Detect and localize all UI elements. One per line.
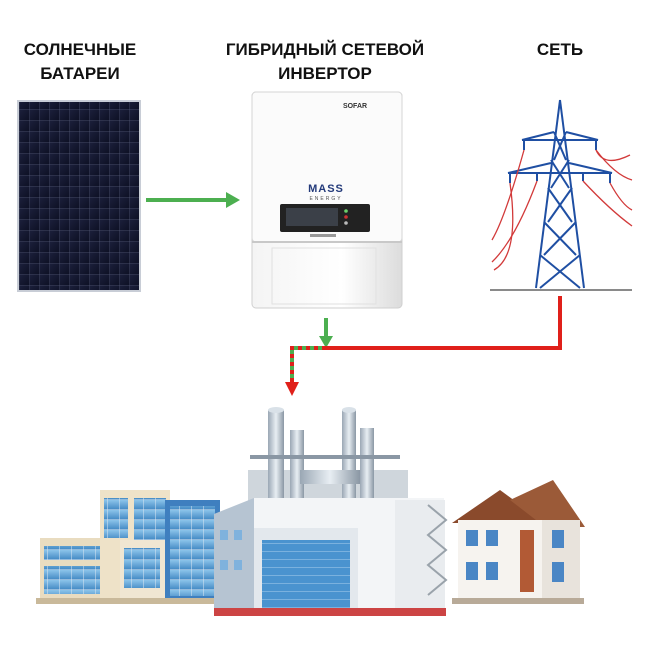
solar-label-line1: СОЛНЕЧНЫЕ [23,40,137,59]
combined-flow-line [285,346,326,396]
solar-panels-label: СОЛНЕЧНЫЕ БАТАРЕИ [5,38,155,86]
solar-to-inverter-arrow [146,192,240,208]
grid-label: СЕТЬ [536,40,584,59]
inverter-label-line2: ИНВЕРТОР [278,64,372,83]
inverter-model: MASS [308,183,344,195]
house-image [452,480,585,604]
hybrid-inverter-image: SOFAR MASS ENERGY [251,91,403,309]
grid-to-load-line [326,296,562,350]
power-tower-image [507,99,613,289]
solar-label-line2: БАТАРЕИ [40,64,120,83]
office-building-image [36,490,226,604]
factory-building-image [214,407,448,616]
solar-panel-image [17,100,141,292]
inverter-label: ГИБРИДНЫЙ СЕТЕВОЙ ИНВЕРТОР [200,38,450,86]
inverter-label-line1: ГИБРИДНЫЙ СЕТЕВОЙ [225,40,425,59]
inverter-output-arrow [319,318,333,348]
power-lines [491,149,633,271]
inverter-model-sub: ENERGY [309,196,342,202]
inverter-brand: SOFAR [343,103,367,110]
